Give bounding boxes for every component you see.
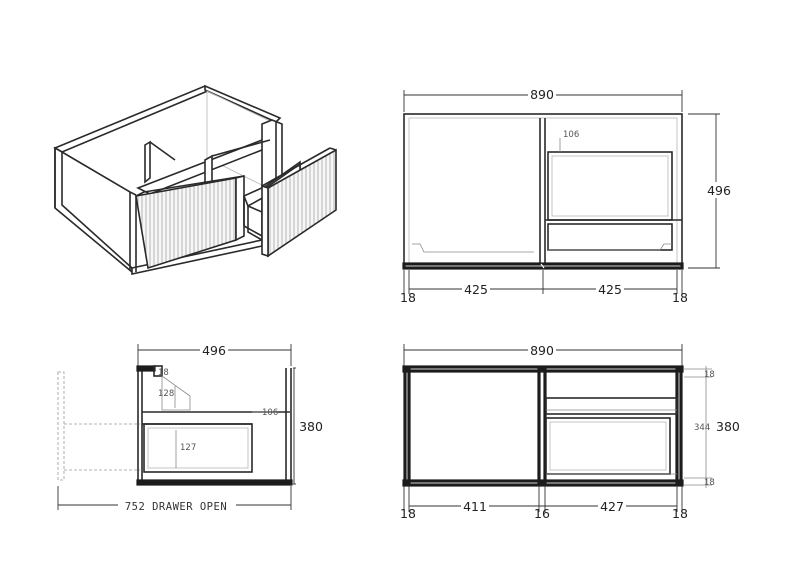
side-top-rail xyxy=(136,365,156,372)
side-upper-brace xyxy=(161,375,191,411)
fluted-drawer-edge xyxy=(261,184,269,258)
front-right-door-label: 425 xyxy=(598,282,622,297)
plan-top-gap-label: 18 xyxy=(704,370,715,380)
front-left-end-label: 18 xyxy=(400,290,416,305)
side-height-label: 380 xyxy=(299,419,323,434)
plan-lower-drawer xyxy=(545,417,671,475)
drawer-open-label: 752 DRAWER OPEN xyxy=(125,501,227,513)
front-elevation: 890 106 496 18 4 xyxy=(400,86,732,305)
carcass-back-top xyxy=(204,84,282,123)
plan-left-panel xyxy=(403,367,411,485)
side-section: 496 18 128 127 106 380 752 xyxy=(57,342,324,513)
front-outer-frame xyxy=(403,113,683,269)
fluted-door-edge xyxy=(235,174,245,242)
plan-right-panel xyxy=(675,367,683,485)
side-base-strip xyxy=(136,479,293,486)
plan-left-end-label: 18 xyxy=(400,506,416,521)
front-inner-dim-label: 106 xyxy=(563,130,579,140)
side-depth-label: 496 xyxy=(202,343,226,358)
side-top-small-label: 18 xyxy=(158,368,169,378)
carcass-left-side xyxy=(53,85,212,153)
front-drawer-upper xyxy=(547,151,673,221)
plan-divider xyxy=(537,367,547,485)
plan-inner-height-label: 344 xyxy=(694,423,710,433)
plan-height-label: 380 xyxy=(716,419,740,434)
plan-divider-label: 16 xyxy=(534,506,550,521)
plan-right-bay-label: 427 xyxy=(600,499,624,514)
plan-bottom-gap-label: 18 xyxy=(704,478,715,488)
front-base-strip xyxy=(402,262,684,270)
plan-width-label: 890 xyxy=(530,343,554,358)
front-left-door-label: 425 xyxy=(464,282,488,297)
isometric-view xyxy=(53,84,337,275)
plan-right-end-label: 18 xyxy=(672,506,688,521)
drawer-open-outline xyxy=(57,371,65,481)
front-drawer-lower xyxy=(547,223,673,251)
carcass-left-face xyxy=(54,146,133,274)
plan-upper-drawer xyxy=(545,397,678,415)
side-lower-label: 127 xyxy=(180,443,196,453)
side-drawer-box xyxy=(143,423,253,473)
side-drawer-gap-label: 106 xyxy=(262,408,278,418)
plan-section: 890 18 344 18 380 18 411 16 xyxy=(400,342,740,521)
front-width-label: 890 xyxy=(530,87,554,102)
plan-left-bay-label: 411 xyxy=(463,499,487,514)
front-right-end-label: 18 xyxy=(672,290,688,305)
front-height-label: 496 xyxy=(707,183,731,198)
inner-divider xyxy=(144,140,151,184)
side-upper-label: 128 xyxy=(158,389,174,399)
side-top-block xyxy=(153,365,163,377)
